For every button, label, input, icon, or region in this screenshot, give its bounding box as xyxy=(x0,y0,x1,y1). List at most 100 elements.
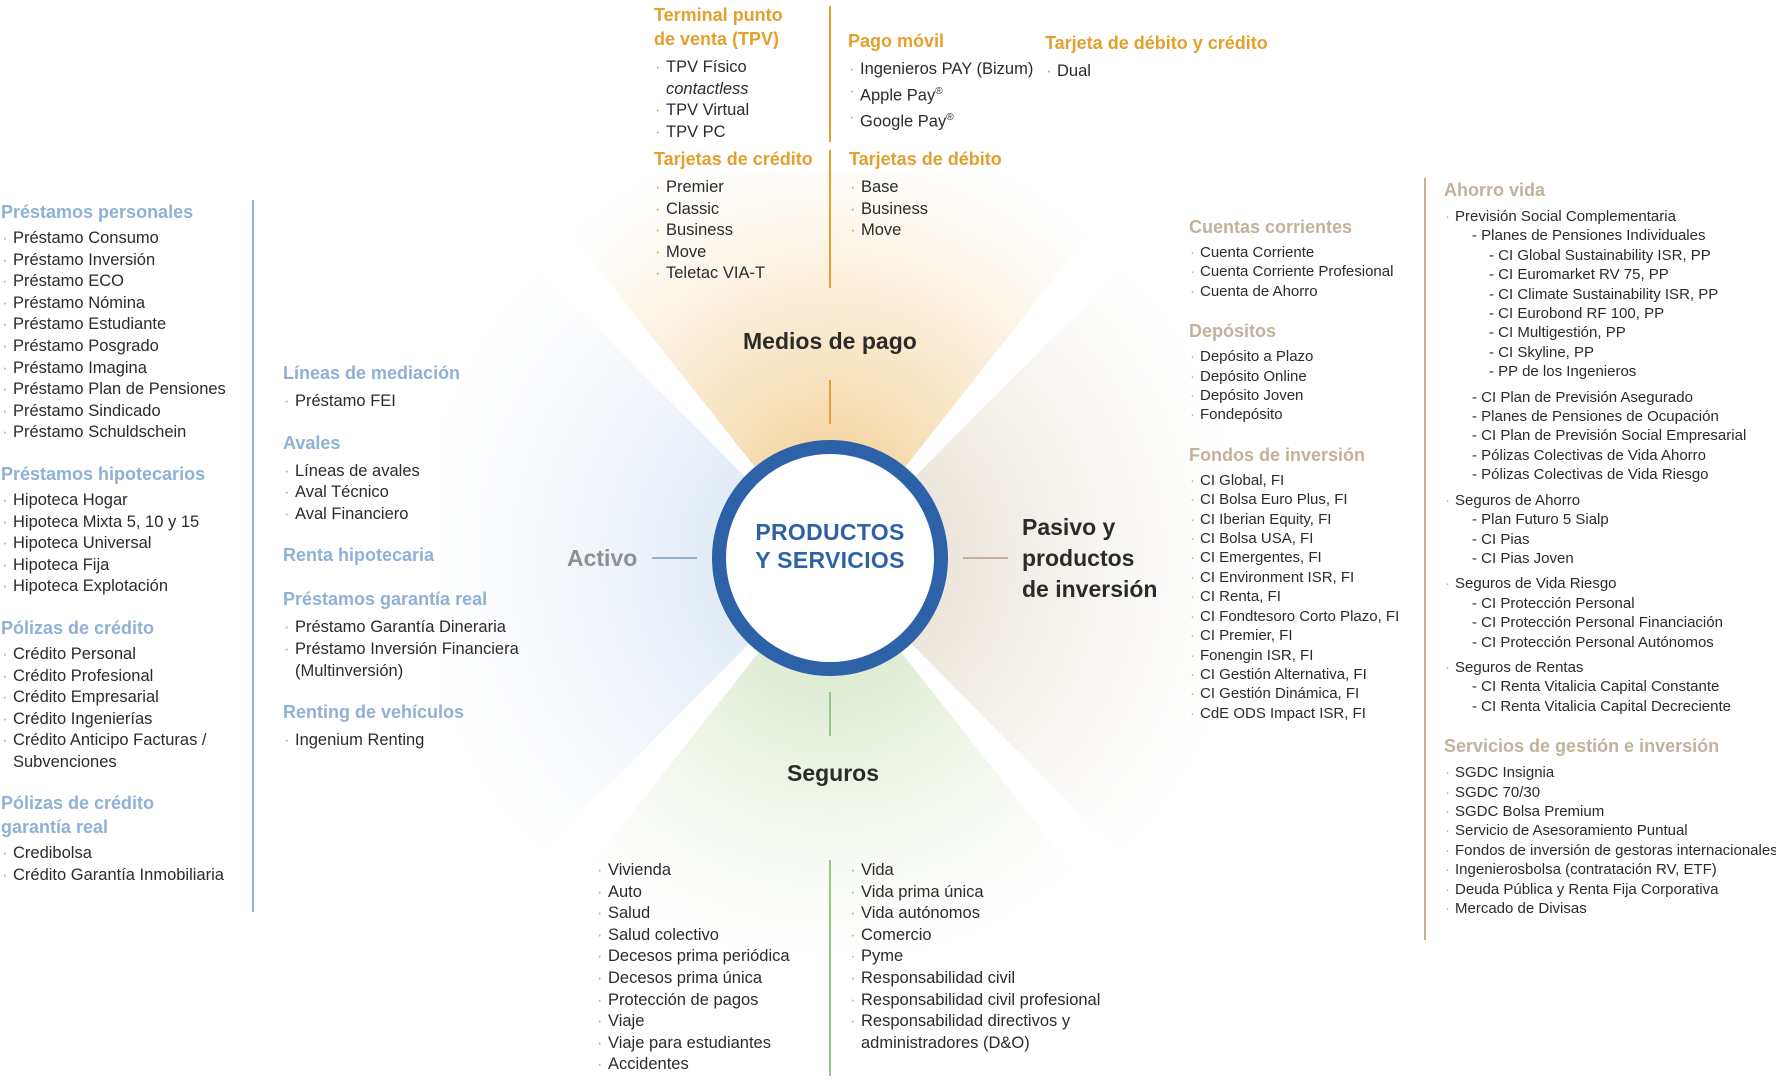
prestamos-hipotecarios-section: Préstamos hipotecarios Hipoteca Hogar Hi… xyxy=(1,462,241,598)
list-item: Cuenta de Ahorro xyxy=(1189,282,1424,302)
lineas-mediacion-list: Préstamo FEI xyxy=(283,391,543,413)
list-item: Decesos prima única xyxy=(596,968,821,990)
list-item: - CI Protección Personal Autónomos xyxy=(1472,633,1714,651)
tarjetas-credito-title: Tarjetas de crédito xyxy=(654,149,813,169)
list-item: Google Pay® xyxy=(848,107,1048,133)
list-item: Base xyxy=(849,177,1029,199)
divider-pasivo xyxy=(1424,178,1426,940)
renting-title: Renting de vehículos xyxy=(283,702,465,723)
list-item: Classic xyxy=(654,199,824,221)
list-item: CI Gestión Dinámica, FI xyxy=(1189,684,1424,704)
list-item: TPV PC xyxy=(654,122,824,144)
list-item: - CI Pias Joven xyxy=(1472,549,1574,567)
list-item: Crédito Anticipo Facturas / Subvenciones xyxy=(1,730,233,773)
list-item: Seguros de Rentas xyxy=(1444,658,1776,678)
wedge-pasivo xyxy=(830,170,1220,955)
list-item: - Planes de Pensiones de Ocupación xyxy=(1472,408,1719,426)
list-item: Vida autónomos xyxy=(849,903,1129,925)
depositos-title: Depósitos xyxy=(1189,321,1277,342)
list-item: Préstamo FEI xyxy=(283,391,543,413)
depositos-section: Depósitos Depósito a Plazo Depósito Onli… xyxy=(1189,319,1424,425)
fondos-inversion-title: Fondos de inversión xyxy=(1189,444,1366,465)
list-item: Vida prima única xyxy=(849,882,1129,904)
list-item: SGDC 70/30 xyxy=(1444,783,1776,803)
list-item: Crédito Garantía Inmobiliaria xyxy=(1,865,241,887)
list-item: Préstamo ECO xyxy=(1,271,241,293)
polizas-credito-garantia-section: Pólizas de crédito garantía real Credibo… xyxy=(1,791,241,886)
cuentas-corrientes-title: Cuentas corrientes xyxy=(1189,217,1353,237)
list-item: - Planes de Pensiones Individuales xyxy=(1472,227,1706,245)
list-item: Responsabilidad civil xyxy=(849,968,1129,990)
activo-left-column: Préstamos personales Préstamo Consumo Pr… xyxy=(1,200,241,899)
list-item: CI Iberian Equity, FI xyxy=(1189,510,1424,530)
tpv-title-line1: Terminal punto xyxy=(654,5,783,25)
tpv-list: TPV Físico contactless TPV Virtual TPV P… xyxy=(654,57,824,143)
tpv-fisico-italic: contactless xyxy=(666,79,749,98)
tarjetas-debito-section: Tarjetas de débito Base Business Move xyxy=(849,147,1029,242)
depositos-list: Depósito a Plazo Depósito Online Depósit… xyxy=(1189,347,1424,425)
list-item: CI Emergentes, FI xyxy=(1189,548,1424,568)
list-item: - CI Eurobond RF 100, PP xyxy=(1489,305,1665,323)
divider-medios-top xyxy=(829,6,831,142)
list-item: Fonengin ISR, FI xyxy=(1189,646,1424,666)
list-item: Crédito Profesional xyxy=(1,666,241,688)
divider-medios-bottom xyxy=(829,150,831,288)
list-item: Teletac VIA-T xyxy=(654,263,824,285)
servicios-list: SGDC Insignia SGDC 70/30 SGDC Bolsa Prem… xyxy=(1444,763,1776,919)
list-item: Auto xyxy=(596,882,821,904)
list-item: CI Premier, FI xyxy=(1189,626,1424,646)
tarjetas-credito-section: Tarjetas de crédito Premier Classic Busi… xyxy=(654,147,824,285)
divider-activo xyxy=(252,200,254,912)
list-item: Move xyxy=(654,242,824,264)
list-item: - CI Global Sustainability ISR, PP xyxy=(1489,246,1711,264)
divider-seguros xyxy=(829,860,831,1076)
polizas-credito-garantia-list: Credibolsa Crédito Garantía Inmobiliaria xyxy=(1,843,241,886)
list-item: - CI Protección Personal xyxy=(1472,594,1635,612)
activo-right-column: Líneas de mediación Préstamo FEI Avales … xyxy=(283,361,543,764)
list-item: Premier xyxy=(654,177,824,199)
list-item: Aval Financiero xyxy=(283,504,543,526)
center-title-line2: Y SERVICIOS xyxy=(755,547,905,573)
wedge-activo xyxy=(440,170,830,955)
cuentas-corrientes-list: Cuenta Corriente Cuenta Corriente Profes… xyxy=(1189,243,1424,302)
tarjetas-debito-title: Tarjetas de débito xyxy=(849,149,1002,169)
list-item: CI Fondtesoro Corto Plazo, FI xyxy=(1189,607,1424,627)
list-item: Préstamo Estudiante xyxy=(1,314,241,336)
list-item: - CI Climate Sustainability ISR, PP xyxy=(1489,285,1719,303)
list-item: - Pólizas Colectivas de Vida Ahorro xyxy=(1472,446,1707,464)
list-item: CI Global, FI xyxy=(1189,471,1424,491)
list-item: - Pólizas Colectivas de Vida Riesgo xyxy=(1472,466,1709,484)
list-item: Cuenta Corriente Profesional xyxy=(1189,262,1424,282)
list-item: Hipoteca Hogar xyxy=(1,490,241,512)
google-pay-label: Google Pay xyxy=(860,112,947,131)
sector-pasivo-line2: productos xyxy=(1022,545,1135,571)
list-item: SGDC Bolsa Premium xyxy=(1444,802,1776,822)
servicios-title: Servicios de gestión e inversión xyxy=(1444,736,1720,757)
ahorro-vida-section: Ahorro vida Previsión Social Complementa… xyxy=(1444,178,1776,716)
list-item: Cuenta Corriente xyxy=(1189,243,1424,263)
tarjetas-debito-list: Base Business Move xyxy=(849,177,1029,242)
seguros-left-column: Vivienda Auto Salud Salud colectivo Dece… xyxy=(596,860,821,1076)
polizas-credito-garantia-title: Pólizas de crédito garantía real xyxy=(1,793,155,838)
servicios-section: Servicios de gestión e inversión SGDC In… xyxy=(1444,734,1776,919)
list-item: Pyme xyxy=(849,946,1129,968)
list-item: Préstamo Sindicado xyxy=(1,401,241,423)
list-item: CI Gestión Alternativa, FI xyxy=(1189,665,1424,685)
sector-seguros: Seguros xyxy=(787,760,880,786)
list-item: Líneas de avales xyxy=(283,461,543,483)
list-item: Préstamo Imagina xyxy=(1,358,241,380)
list-item: Decesos prima periódica xyxy=(596,946,821,968)
prestamos-personales-section: Préstamos personales Préstamo Consumo Pr… xyxy=(1,200,241,444)
tarjeta-dual-section: Tarjeta de débito y crédito Dual xyxy=(1045,31,1285,83)
list-item: Responsabilidad directivos y administrad… xyxy=(849,1011,1086,1054)
tarjeta-dual-list: Dual xyxy=(1045,61,1285,83)
list-item: Préstamo Garantía Dineraria xyxy=(283,617,543,639)
sector-pasivo-line3: de inversión xyxy=(1022,576,1158,602)
center-circle xyxy=(712,440,948,676)
list-item: - CI Skyline, PP xyxy=(1489,343,1595,361)
list-item: Viaje para estudiantes xyxy=(596,1033,821,1055)
list-item: Seguros de Ahorro xyxy=(1444,491,1776,511)
list-item: Move xyxy=(849,220,1029,242)
list-item: Crédito Ingenierías xyxy=(1,709,241,731)
renta-hipotecaria-section: Renta hipotecaria xyxy=(283,543,543,567)
